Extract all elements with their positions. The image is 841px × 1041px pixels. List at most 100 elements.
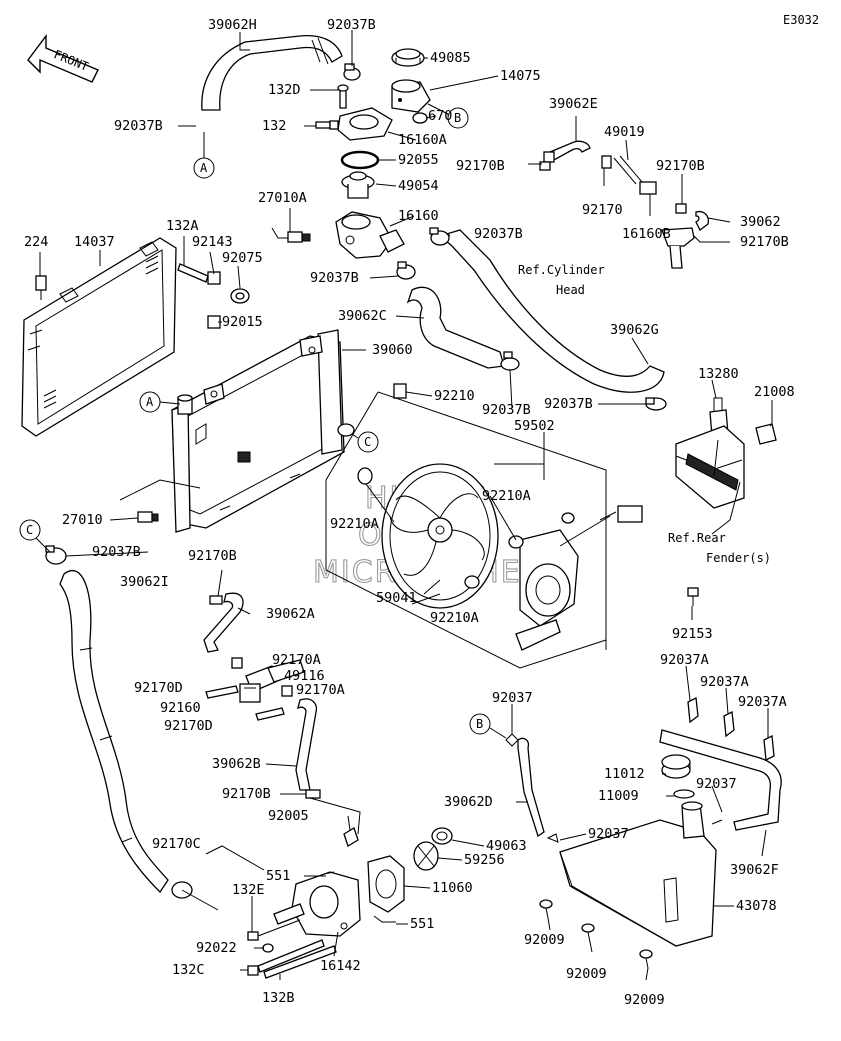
clip-92037-c [711, 819, 723, 825]
label-92015: 92015 [222, 314, 263, 330]
leader-lines [39, 30, 773, 981]
label-16160: 16160 [398, 208, 439, 224]
tank-cap-11012 [661, 754, 691, 779]
label-39060: 39060 [372, 342, 413, 358]
diagram-code: E3032 [783, 13, 819, 27]
label-551-a: 551 [266, 868, 290, 884]
label-16142: 16142 [320, 958, 361, 974]
hose-39062E [543, 140, 591, 163]
label-92170A-a: 92170A [272, 652, 321, 668]
label-39062H: 39062H [208, 17, 257, 33]
callout-A-radiator-text: A [146, 395, 154, 409]
clip-92037-a [505, 733, 519, 747]
connector-21008 [755, 423, 777, 445]
clamp-92037B-upper [429, 227, 450, 246]
label-132B: 132B [262, 990, 295, 1006]
label-13280: 13280 [698, 366, 739, 382]
bolt-132B [263, 945, 337, 979]
label-ref-rear-1: Ref.Rear [668, 531, 726, 545]
washer-92022 [262, 943, 274, 953]
hose-39062H [201, 34, 343, 111]
label-92170: 92170 [582, 202, 623, 218]
sensor-27010A [271, 227, 311, 243]
label-16160B: 16160B [622, 226, 671, 242]
filler-neck-14075 [391, 79, 431, 113]
label-92210A-b: 92210A [330, 516, 379, 532]
bolt-132C [247, 939, 325, 976]
label-92170B-a: 92170B [456, 158, 505, 174]
label-551-b: 551 [410, 916, 434, 932]
bolt-92153 [687, 587, 699, 606]
fan-switch-27010 [137, 511, 159, 523]
label-49019: 49019 [604, 124, 645, 140]
radiator-39060 [171, 329, 345, 533]
screw-92009-c [639, 949, 653, 969]
label-92037A-c: 92037A [738, 694, 787, 710]
label-92037B-top: 92037B [327, 17, 376, 33]
label-92037A-a: 92037A [660, 652, 709, 668]
leader-radiator-switch [119, 479, 201, 501]
label-92210A-a: 92210A [482, 488, 531, 504]
bolt-132E [247, 919, 301, 941]
label-59041: 59041 [376, 590, 417, 606]
clamp-92037B-mid [396, 261, 416, 280]
label-14037: 14037 [74, 234, 115, 250]
label-92170C: 92170C [152, 836, 201, 852]
label-132D: 132D [268, 82, 301, 98]
callout-C-hose-text: C [26, 523, 33, 537]
label-27010: 27010 [62, 512, 103, 528]
pin-551-a [323, 871, 335, 875]
label-39062: 39062 [740, 214, 781, 230]
label-224: 224 [24, 234, 48, 250]
label-92143: 92143 [192, 234, 233, 250]
hose-39062C [406, 286, 505, 369]
label-39062D: 39062D [444, 794, 493, 810]
label-92170B-e: 92170B [222, 786, 271, 802]
callout-B-top-text: B [454, 111, 461, 125]
grommet-92210 [393, 383, 407, 399]
hose-39062D [517, 737, 545, 838]
label-ref-cylinder-2: Head [556, 283, 585, 297]
label-21008: 21008 [754, 384, 795, 400]
label-92170D-a: 92170D [134, 680, 183, 696]
label-132E: 132E [232, 882, 265, 898]
radiator-shroud-14037 [21, 237, 177, 437]
label-11009: 11009 [598, 788, 639, 804]
label-92022: 92022 [196, 940, 237, 956]
rear-fender [675, 425, 745, 521]
label-49063: 49063 [486, 838, 527, 854]
label-92009-a: 92009 [524, 932, 565, 948]
clips-92037A [687, 697, 775, 762]
bolt-132 [315, 120, 339, 130]
o-ring-670 [412, 112, 428, 124]
clamp-92037B-lower-a [500, 351, 520, 371]
hose-39062A [203, 592, 244, 653]
callout-A-top-text: A [200, 161, 208, 175]
label-ref-rear-2: Fender(s) [706, 551, 771, 565]
damper-92160 [239, 683, 261, 703]
seal-49063 [431, 827, 453, 845]
label-39062B: 39062B [212, 756, 261, 772]
bolt-224 [35, 275, 47, 300]
clip-92170D-a [205, 685, 239, 699]
thermostat-housing-16160 [335, 211, 405, 259]
front-arrow-icon: FRONT [27, 33, 99, 83]
label-92037B-left: 92037B [114, 118, 163, 134]
label-ref-cylinder-1: Ref.Cylinder [518, 263, 605, 277]
shroud-vent-icon [43, 255, 159, 409]
hose-39062G [438, 229, 665, 393]
clip-92170B-e [305, 789, 321, 799]
label-92170B-b: 92170B [656, 158, 705, 174]
label-92170D-b: 92170D [164, 718, 213, 734]
label-92170B-c: 92170B [740, 234, 789, 250]
valve-49019 [613, 155, 657, 195]
label-92037-c: 92037 [588, 826, 629, 842]
leader-pump [181, 797, 361, 911]
housing-16160A [337, 84, 393, 141]
clip-92170B-a [539, 161, 551, 171]
label-92210: 92210 [434, 388, 475, 404]
label-59256: 59256 [464, 852, 505, 868]
fan-59041 [381, 463, 499, 609]
label-49054: 49054 [398, 178, 439, 194]
label-92160: 92160 [160, 700, 201, 716]
